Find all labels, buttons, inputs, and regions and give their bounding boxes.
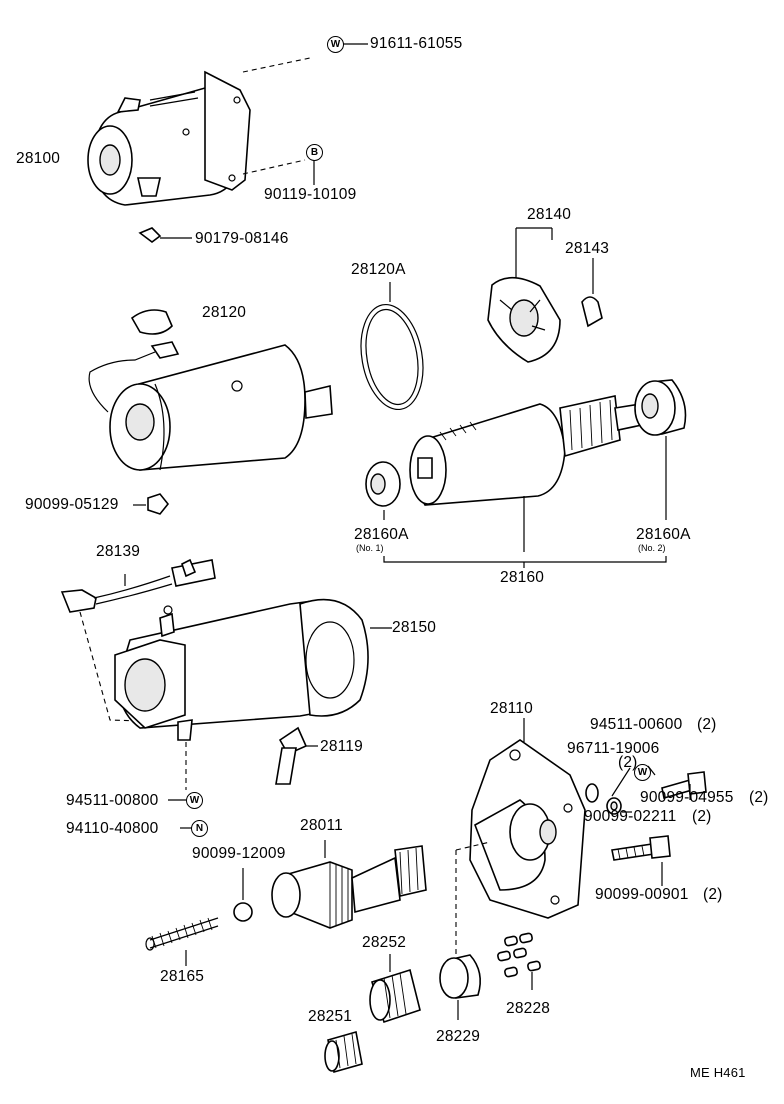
washer-badge-w-2: W <box>186 792 203 809</box>
label-28140: 28140 <box>527 206 572 223</box>
bolt-badge-b: B <box>306 144 323 161</box>
label-90099-12009: 90099-12009 <box>192 845 286 862</box>
retainer-28229 <box>439 954 481 1020</box>
washer-badge-w-3: W <box>634 764 651 781</box>
bearing-28160A-no1 <box>365 461 401 507</box>
label-28228: 28228 <box>506 1000 551 1017</box>
nut-badge-n: N <box>191 820 208 837</box>
o-ring-28120A <box>360 282 424 411</box>
label-28143: 28143 <box>565 240 610 257</box>
starter-assembly-28100 <box>87 70 251 206</box>
label-28120: 28120 <box>202 304 247 321</box>
label-28139: 28139 <box>96 543 141 560</box>
pinion-gear-28252 <box>369 954 421 1024</box>
idle-gear-28251 <box>324 1030 363 1074</box>
label-28251: 28251 <box>308 1008 353 1025</box>
qty-90099-00901: (2) <box>703 886 723 903</box>
bolt-90099-04955 <box>661 771 707 800</box>
label-28150: 28150 <box>392 619 437 636</box>
label-90099-00901: 90099-00901 <box>595 886 689 903</box>
label-90119-10109: 90119-10109 <box>264 186 357 203</box>
label-90099-04955: 90099-04955 <box>640 789 734 806</box>
label-96711-19006: 96711-19006 <box>567 740 660 757</box>
label-28165: 28165 <box>160 968 205 985</box>
qty-96711-19006: (2) <box>618 754 638 771</box>
label-28160A-no1: 28160A <box>354 526 409 543</box>
label-28160A-no2-sub: (No. 2) <box>638 543 666 553</box>
label-28229: 28229 <box>436 1028 481 1045</box>
magnetic-switch-28150 <box>114 598 369 741</box>
label-28011: 28011 <box>300 817 343 834</box>
yoke-assembly-28120 <box>88 309 333 471</box>
oil-seal-96711-19006 <box>585 783 599 803</box>
nut-90099-05129 <box>147 493 170 515</box>
label-90099-02211: 90099-02211 <box>584 808 677 825</box>
label-28119: 28119 <box>320 738 363 755</box>
washer-badge-w: W <box>327 36 344 53</box>
label-94511-00800: 94511-00800 <box>66 792 159 809</box>
brush-spring-28143 <box>581 258 603 328</box>
lead-wire-28139 <box>60 558 216 613</box>
brush-holder-28140 <box>487 276 561 363</box>
label-28252: 28252 <box>362 934 407 951</box>
diagram-code: ME H461 <box>690 1065 746 1080</box>
nut-90179-08146 <box>138 227 192 243</box>
qty-90099-02211: (2) <box>692 808 712 825</box>
bearing-28160A-no2 <box>634 379 687 436</box>
ball-90099-12009 <box>233 902 253 922</box>
label-28160A-no1-sub: (No. 1) <box>356 543 384 553</box>
label-28120A: 28120A <box>351 261 406 278</box>
qty-94511-00600: (2) <box>697 716 717 733</box>
label-90099-05129: 90099-05129 <box>25 496 119 513</box>
plunger-28119 <box>275 726 318 785</box>
bolt-90099-00901 <box>611 835 671 861</box>
qty-90099-04955: (2) <box>749 789 769 806</box>
clutch-28011 <box>271 840 427 929</box>
housing-28110 <box>469 718 586 919</box>
label-28160: 28160 <box>500 569 545 586</box>
label-94110-40800: 94110-40800 <box>66 820 159 837</box>
label-91611-61055: 91611-61055 <box>370 35 463 52</box>
label-90179-08146: 90179-08146 <box>195 230 289 247</box>
spring-28165 <box>145 917 219 966</box>
armature-28160 <box>409 395 643 506</box>
rollers-28228 <box>497 932 541 990</box>
label-28160A-no2: 28160A <box>636 526 691 543</box>
label-28110: 28110 <box>490 700 533 717</box>
label-28100: 28100 <box>16 150 61 167</box>
label-94511-00600: 94511-00600 <box>590 716 683 733</box>
